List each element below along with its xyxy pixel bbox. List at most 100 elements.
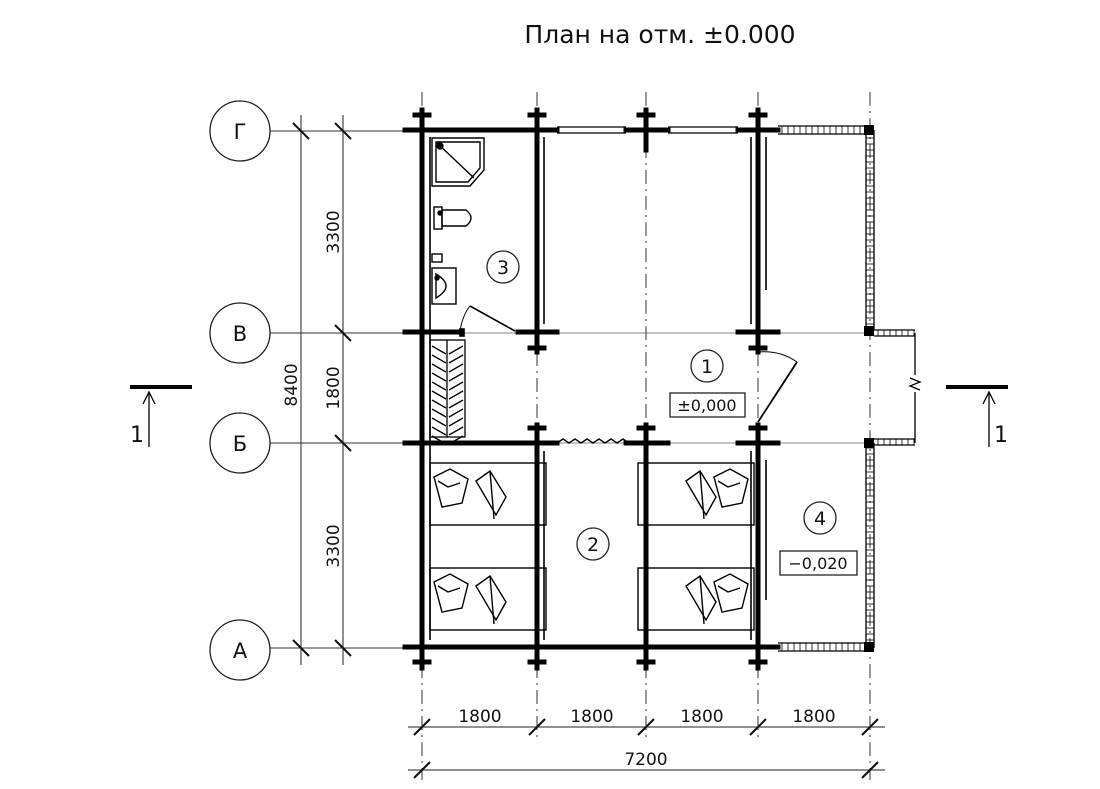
section-mark-left — [130, 385, 192, 447]
shower-drain — [436, 142, 444, 150]
wall-linings — [429, 137, 767, 640]
stairs — [429, 339, 466, 445]
hdim-seg-4-label: 1800 — [792, 707, 835, 727]
hdim-total-label: 7200 — [624, 750, 667, 770]
room-number-2: 2 — [587, 534, 599, 556]
stair-tread — [448, 345, 464, 355]
bed-2 — [637, 462, 755, 526]
stair-tread — [431, 363, 447, 373]
toilet-button — [437, 210, 443, 216]
stair-tread — [448, 408, 464, 418]
toilet-tank — [433, 206, 443, 230]
vdim-tick — [334, 324, 352, 342]
axis-bubble-v — [209, 302, 271, 364]
bed-blanket-edge — [699, 470, 705, 520]
log-crossings — [412, 112, 768, 665]
stair-tread — [448, 363, 464, 373]
room-tag-2 — [576, 527, 610, 561]
stair-tread — [431, 426, 447, 436]
shower-inner — [435, 141, 481, 183]
entry-door-leaf — [757, 361, 798, 423]
hdim-tick — [861, 718, 879, 736]
stair-tread — [431, 381, 447, 391]
section-mark-right — [946, 385, 1008, 447]
room-number-3: 3 — [497, 257, 509, 279]
section-label-right: 1 — [994, 423, 1008, 448]
terrace-railing — [778, 125, 922, 652]
stair-tread — [448, 354, 464, 364]
bed-4 — [637, 567, 755, 631]
terrace-corner-posts — [864, 125, 874, 652]
hdim-tick — [528, 718, 546, 736]
beds — [429, 462, 755, 631]
shower-tray — [431, 137, 485, 187]
stair-tread — [448, 426, 464, 436]
windows — [557, 126, 738, 134]
break-line — [908, 377, 922, 391]
room-tag-4 — [803, 501, 837, 535]
hdim-seg-2-label: 1800 — [570, 707, 613, 727]
bed-blanket-edge — [489, 470, 495, 520]
sink-shelf — [431, 253, 443, 263]
hdim-tick — [861, 761, 879, 779]
section-arrow-head — [142, 390, 156, 405]
bed-blanket-edge — [489, 575, 495, 625]
bed-pillow — [433, 573, 469, 613]
stair-tread — [431, 408, 447, 418]
sink-bowl — [435, 272, 447, 300]
bed-pillow-fold — [717, 480, 741, 488]
room-tag-3 — [486, 250, 520, 284]
stair-treads — [431, 345, 464, 445]
hdim-seg-1-label: 1800 — [458, 707, 501, 727]
bed-pillow-fold — [717, 585, 741, 593]
bed-pillow — [433, 468, 469, 508]
section-label-left: 1 — [130, 423, 144, 448]
vdim-tick — [334, 639, 352, 657]
vdim-tick — [334, 434, 352, 452]
stair-tread — [448, 390, 464, 400]
bed-blanket-edge — [699, 575, 705, 625]
bed-pillow — [713, 468, 749, 508]
room-number-4: 4 — [814, 508, 826, 530]
bed-3 — [429, 567, 547, 631]
room-number-1: 1 — [701, 356, 713, 378]
axis-label-g: Г — [234, 120, 247, 144]
vdim-seg-3-label: 3300 — [324, 524, 344, 567]
room-level-box-4 — [779, 550, 858, 576]
bed-blanket — [685, 574, 717, 622]
walls — [402, 107, 781, 671]
sink-counter — [431, 267, 457, 305]
vdim-tick — [334, 122, 352, 140]
stair-tread — [431, 372, 447, 382]
door-swing — [459, 305, 471, 333]
axis-label-v: В — [233, 322, 247, 346]
stair-tread — [431, 345, 447, 355]
bed-1 — [429, 462, 547, 526]
vdim-tick — [292, 122, 310, 140]
room-level-1: ±0,000 — [677, 396, 736, 415]
stair-tread — [448, 417, 464, 427]
curtain-opening — [556, 438, 630, 444]
room-level-box-1 — [669, 392, 746, 418]
corner-post — [864, 642, 874, 652]
hdim-seg-3-label: 1800 — [680, 707, 723, 727]
bed-frame — [637, 462, 755, 526]
vdim-tick — [292, 639, 310, 657]
room-tag-1 — [690, 349, 724, 383]
bed-frame — [429, 567, 547, 631]
hdim-tick — [413, 761, 431, 779]
bed-pillow-fold — [437, 480, 461, 488]
bed-pillow — [713, 573, 749, 613]
bed-pillow-fold — [437, 585, 461, 593]
hdim-tick — [749, 718, 767, 736]
axis-bubble-g — [209, 100, 271, 162]
axis-label-a: А — [233, 639, 248, 663]
stair-tread — [448, 435, 464, 445]
stair-tread — [431, 399, 447, 409]
vdim-seg-2-label: 1800 — [324, 366, 344, 409]
room-level-4: −0,020 — [788, 554, 847, 573]
vdim-seg-1-label: 3300 — [324, 210, 344, 253]
bed-blanket — [475, 469, 507, 517]
stair-tread — [431, 390, 447, 400]
sink-tap — [434, 275, 440, 281]
